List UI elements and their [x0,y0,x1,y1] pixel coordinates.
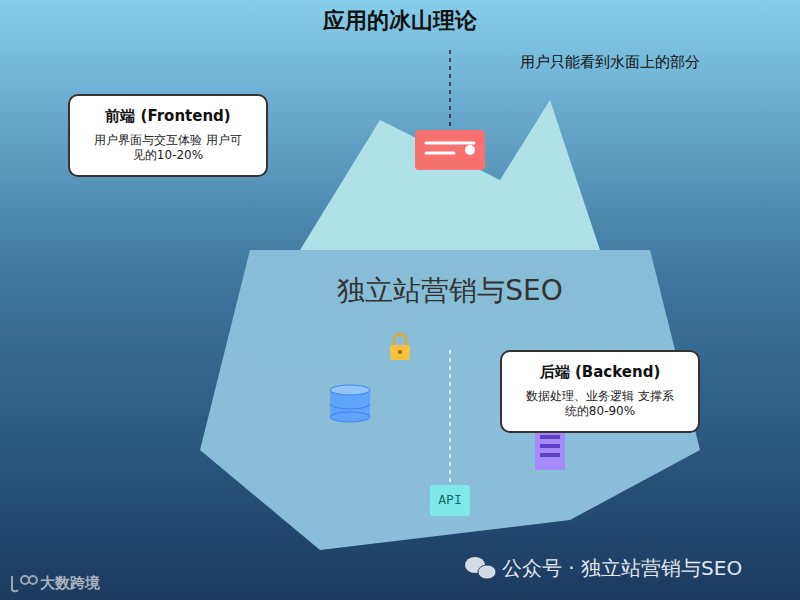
brand-logo [12,576,37,591]
iceberg-underwater [200,250,700,550]
api-label: API [438,492,461,509]
lock-icon [390,334,410,360]
card-heading: 后端 (Backend) [540,363,661,383]
iceberg-label: 独立站营销与SEO [337,272,563,310]
watermark: 大数跨境 [40,574,100,593]
ui-card-icon [415,130,485,170]
diagram-title: 应用的冰山理论 [0,6,800,36]
watermark: 公众号 · 独立站营销与SEO [502,555,742,582]
note-label: 用户只能看到水面上的部分 [520,53,700,72]
api-dashed-line [449,350,451,484]
database-icon [330,385,370,422]
card-body: 数据处理、业务逻辑 支撑系统的80-90% [525,389,675,420]
info-card: 前端 (Frontend) 用户界面与交互体验 用户可见的10-20% [68,94,268,177]
card-body: 用户界面与交互体验 用户可见的10-20% [93,133,243,164]
wechat-icon [465,557,496,579]
info-card: 后端 (Backend) 数据处理、业务逻辑 支撑系统的80-90% [500,350,700,433]
card-heading: 前端 (Frontend) [105,107,230,127]
api-box: API [430,485,470,516]
document-icon [535,430,565,470]
leader-line [449,50,451,126]
